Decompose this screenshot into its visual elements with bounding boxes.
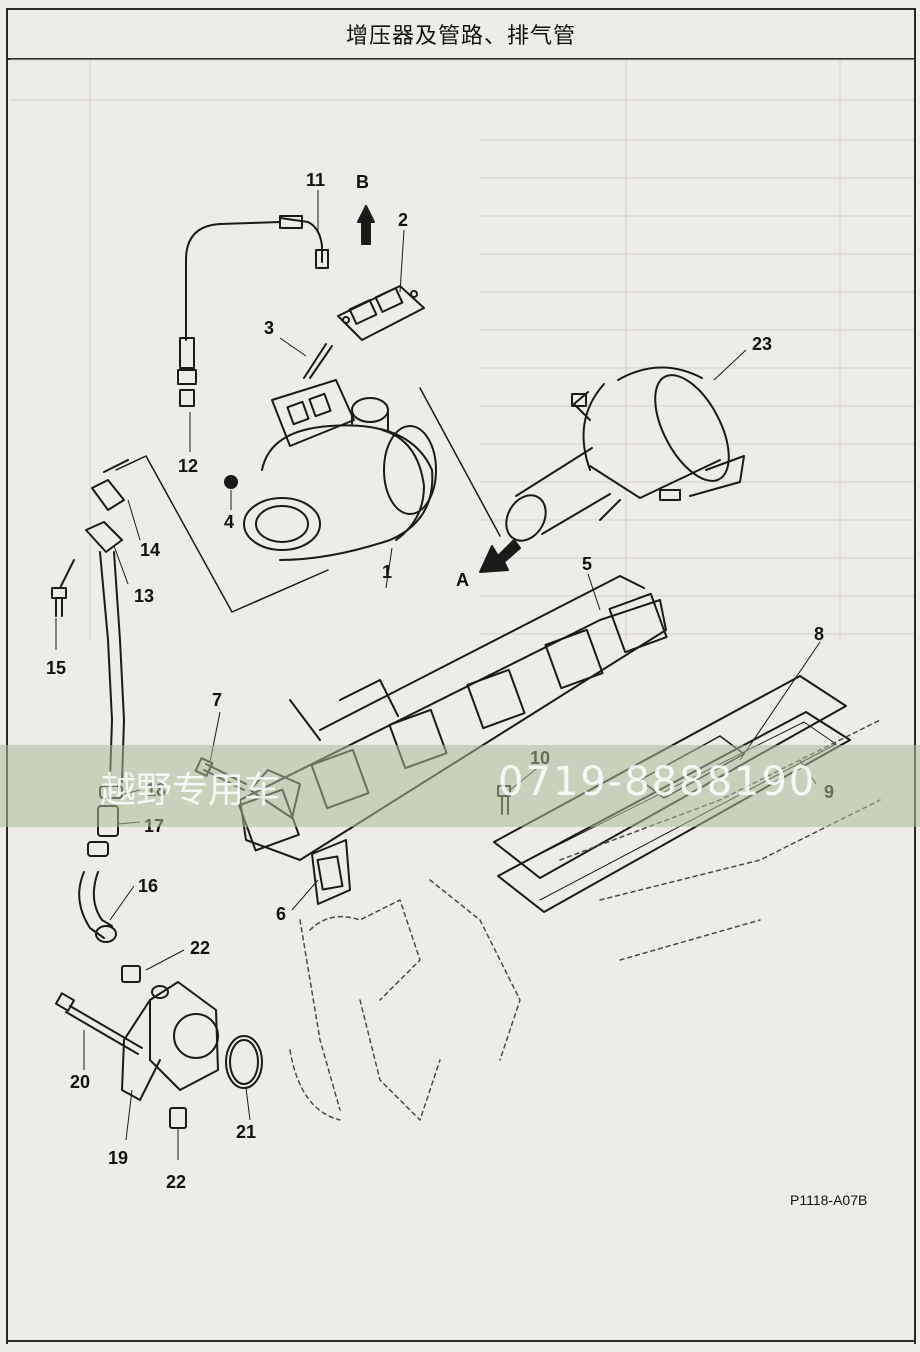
leader-lines (55, 190, 821, 1160)
callout-23: 23 (752, 334, 772, 354)
plug-upper (121, 965, 141, 983)
turbo-outlet-gasket (337, 285, 425, 341)
callout-1: 1 (382, 562, 392, 582)
frame-left-border (6, 8, 8, 1344)
oil-feed-pipe (185, 215, 329, 341)
oil-inlet-fitting (177, 337, 197, 407)
callout-14: 14 (140, 540, 160, 560)
stud (303, 343, 333, 379)
watermark-text: 越野专用车 (100, 770, 281, 811)
watermark-band: 越野专用车 0719-8888190 (0, 745, 920, 827)
callout-2: 2 (398, 210, 408, 230)
outlet-bolt (54, 992, 143, 1055)
plug-lower (169, 1107, 187, 1129)
callout-12: 12 (178, 456, 198, 476)
return-elbow-pipe (78, 871, 117, 943)
callout-8: 8 (814, 624, 824, 644)
watermark-phone: 0719-8888190 (498, 759, 817, 805)
callout-19: 19 (108, 1148, 128, 1168)
frame-right-border (914, 8, 916, 1344)
title-bar: 增压器及管路、排气管 (6, 8, 916, 60)
turbo-leader-line (419, 387, 501, 537)
callout-6: 6 (276, 904, 286, 924)
callout-22-lower: 22 (166, 1172, 186, 1192)
callout-16: 16 (138, 876, 158, 896)
callout-15: 15 (46, 658, 66, 678)
air-intake-tube (505, 391, 611, 542)
direction-label-a: A (456, 570, 469, 590)
direction-arrow-a (479, 539, 521, 573)
bleed-through-table (10, 59, 914, 640)
direction-label-b: B (356, 172, 369, 192)
turbo-group-frame (115, 455, 329, 613)
frame-bottom-border (6, 1340, 916, 1342)
check-ball (224, 475, 238, 489)
callout-22-upper: 22 (190, 938, 210, 958)
callout-13: 13 (134, 586, 154, 606)
o-ring (225, 1035, 263, 1089)
water-outlet-elbow (121, 981, 219, 1101)
callout-4: 4 (224, 512, 234, 532)
air-cleaner (582, 366, 745, 521)
drain-bolt (51, 559, 75, 617)
callout-3: 3 (264, 318, 274, 338)
figure-code: P1118-A07B (790, 1192, 868, 1208)
o-ring-inner (229, 1039, 259, 1085)
callout-5: 5 (582, 554, 592, 574)
oil-return-pipe (85, 459, 129, 783)
callout-7: 7 (212, 690, 222, 710)
callout-20: 20 (70, 1072, 90, 1092)
direction-arrow-b (357, 205, 375, 245)
page-title: 增压器及管路、排气管 (345, 24, 576, 49)
callout-21: 21 (236, 1122, 256, 1142)
turbocharger (243, 379, 437, 561)
manifold-gasket (311, 839, 351, 905)
callout-11: 11 (306, 170, 325, 190)
